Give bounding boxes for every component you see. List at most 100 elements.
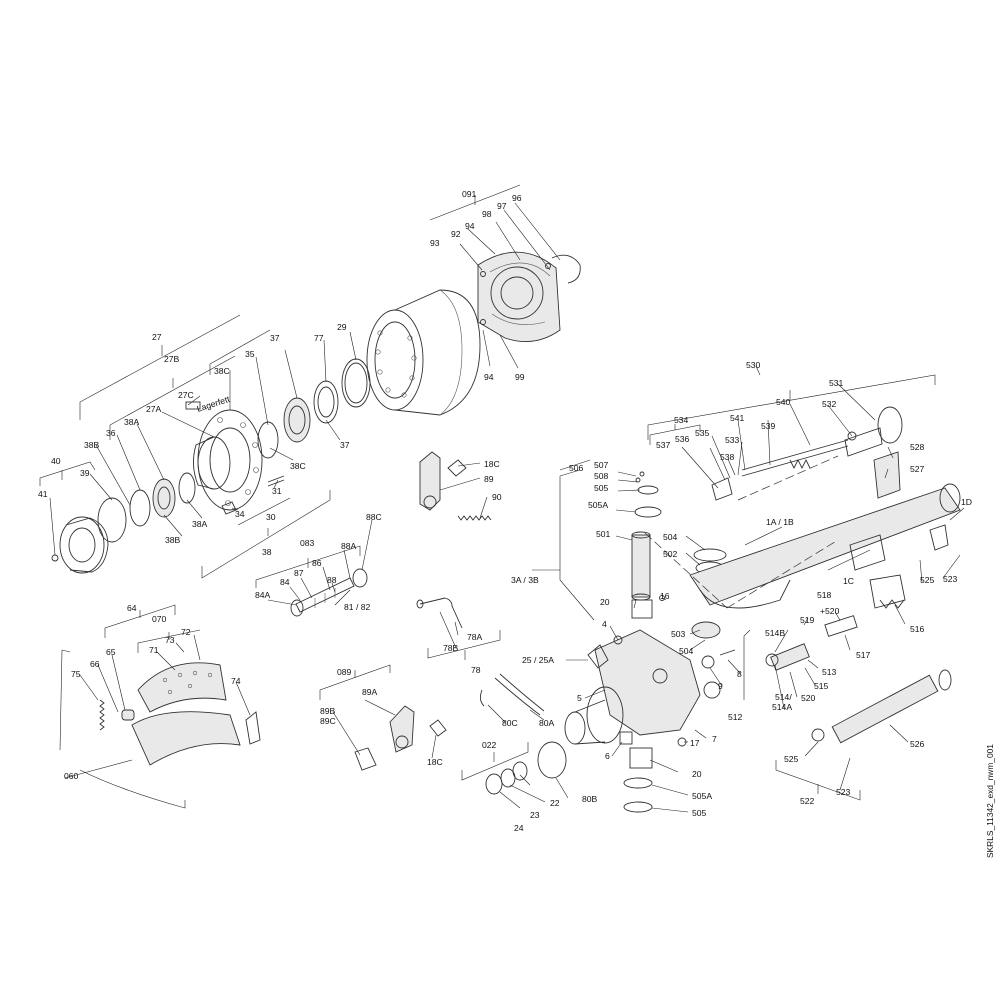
king-pin	[631, 531, 651, 601]
label-36: 36	[106, 428, 116, 438]
label-38A-low: 38A	[192, 519, 208, 529]
label-513: 513	[822, 667, 837, 677]
label-25-25A: 25 / 25A	[522, 655, 554, 665]
label-523-low: 523	[836, 787, 851, 797]
label-8: 8	[737, 669, 742, 679]
wheel-hub	[193, 409, 263, 511]
label-78A: 78A	[467, 632, 483, 642]
label-537: 537	[656, 440, 671, 450]
grease-cartridge	[185, 401, 201, 410]
label-97: 97	[497, 201, 507, 211]
label-27A: 27A	[146, 404, 162, 414]
label-84: 84	[280, 577, 290, 587]
camshaft	[290, 568, 368, 617]
return-spring	[457, 515, 492, 521]
label-88: 88	[327, 575, 337, 585]
label-81-82: 81 / 82	[344, 602, 371, 612]
label-80C: 80C	[502, 718, 518, 728]
label-9: 9	[718, 681, 723, 691]
label-505-low: 505	[692, 808, 707, 818]
label-505A-low: 505A	[692, 791, 712, 801]
label-6: 6	[605, 751, 610, 761]
label-514B: 514B	[765, 628, 785, 638]
label-091: 091	[462, 189, 477, 199]
label-71: 71	[149, 645, 159, 655]
bushing-upper	[631, 599, 653, 619]
label-502: 502	[663, 549, 678, 559]
label-38: 38	[262, 547, 272, 557]
brake-chamber	[844, 406, 903, 457]
label-92: 92	[451, 229, 461, 239]
label-plus-520: +520	[820, 606, 840, 616]
seal-80B	[537, 741, 567, 779]
axle-beam	[689, 483, 961, 609]
label-78B: 78B	[443, 643, 459, 653]
label-541: 541	[730, 413, 745, 423]
label-lagerfett: Lagerfett	[196, 394, 232, 414]
label-20-top: 20	[600, 597, 610, 607]
grease-nipple-16	[659, 595, 665, 601]
brake-shoe-upper	[137, 662, 227, 713]
label-519: 519	[800, 615, 815, 625]
bearing-cup	[257, 421, 279, 459]
label-90: 90	[492, 492, 502, 502]
label-35: 35	[245, 349, 255, 359]
label-27C: 27C	[178, 390, 194, 400]
bushing-lower	[629, 747, 653, 769]
label-18C-low: 18C	[427, 757, 443, 767]
label-80B: 80B	[582, 794, 598, 804]
label-523-top: 523	[943, 574, 958, 584]
label-86: 86	[312, 558, 322, 568]
label-24: 24	[514, 823, 524, 833]
label-89C: 89C	[320, 716, 336, 726]
brake-shoe-lower	[131, 711, 241, 766]
label-533: 533	[725, 435, 740, 445]
label-507: 507	[594, 460, 609, 470]
drawing-reference: SKRLS_11342_exd_nwm_001	[985, 744, 995, 858]
abs-ring	[341, 358, 371, 408]
label-89A: 89A	[362, 687, 378, 697]
label-528: 528	[910, 442, 925, 452]
label-38C-top: 38C	[214, 366, 230, 376]
wheel-stud	[267, 475, 285, 487]
clip-80C	[479, 689, 485, 707]
label-7: 7	[712, 734, 717, 744]
label-38C-low: 38C	[290, 461, 306, 471]
hub-cap	[51, 516, 109, 574]
label-34: 34	[235, 509, 245, 519]
label-525-low: 525	[784, 754, 799, 764]
label-89: 89	[484, 474, 494, 484]
label-74: 74	[231, 676, 241, 686]
shoe-clip	[245, 711, 261, 745]
label-16: 16	[660, 591, 670, 601]
label-98: 98	[482, 209, 492, 219]
label-77: 77	[314, 333, 324, 343]
label-022: 022	[482, 740, 497, 750]
label-1D: 1D	[961, 497, 972, 507]
label-66: 66	[90, 659, 100, 669]
label-29: 29	[337, 322, 347, 332]
label-517: 517	[856, 650, 871, 660]
label-20-low: 20	[692, 769, 702, 779]
label-070: 070	[152, 614, 167, 624]
label-37-low: 37	[340, 440, 350, 450]
label-540: 540	[776, 397, 791, 407]
label-060: 060	[64, 771, 79, 781]
label-503: 503	[671, 629, 686, 639]
label-516: 516	[910, 624, 925, 634]
slack-adjuster-lower	[354, 705, 447, 771]
label-27: 27	[152, 332, 162, 342]
label-94a: 94	[465, 221, 475, 231]
label-99: 99	[515, 372, 525, 382]
shoe-roller	[121, 709, 135, 721]
label-87: 87	[294, 568, 304, 578]
tie-rod-end	[765, 643, 810, 671]
small-part-4	[613, 635, 623, 645]
label-520: 520	[801, 693, 816, 703]
label-18C-top: 18C	[484, 459, 500, 469]
label-84A: 84A	[255, 590, 271, 600]
label-083: 083	[300, 538, 315, 548]
slack-adjuster-top	[419, 451, 467, 511]
label-37-top: 37	[270, 333, 280, 343]
